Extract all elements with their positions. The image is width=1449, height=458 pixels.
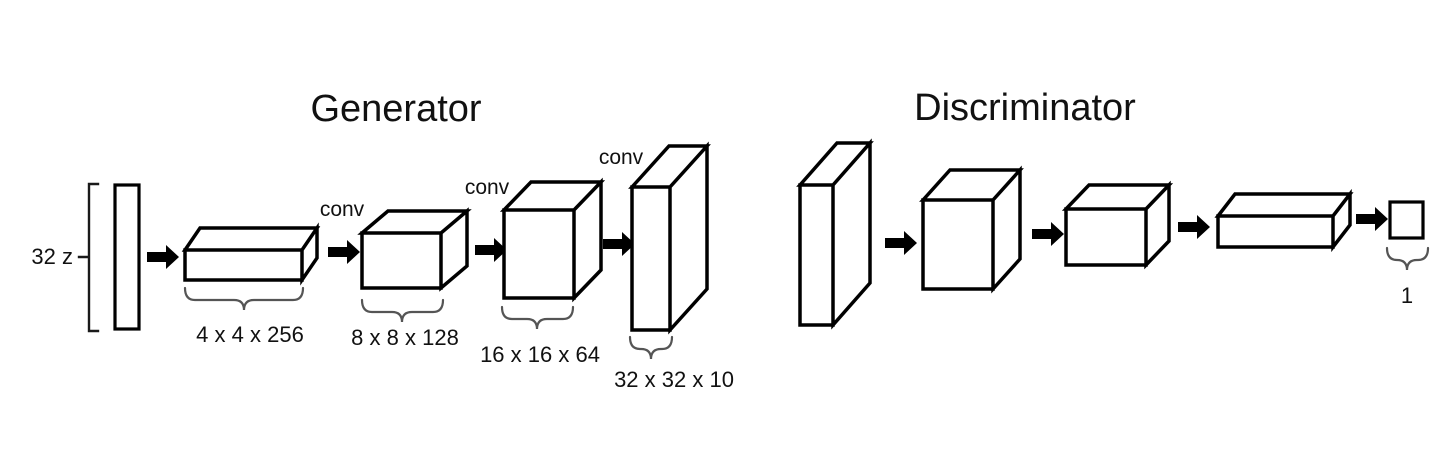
generator-layer-1-size: 4 x 4 x 256: [196, 322, 304, 347]
conv-label-1: conv: [320, 198, 365, 221]
discriminator-layer-4-box: [1214, 188, 1354, 253]
z-vector-box: [113, 183, 141, 331]
underbrace: [360, 298, 445, 323]
discriminator-output-label: 1: [1401, 283, 1413, 308]
generator-layer-4: 32 x 32 x 10: [614, 141, 734, 392]
z-input-bracket: [77, 182, 100, 333]
underbrace: [183, 286, 305, 311]
underbrace: [1385, 246, 1430, 271]
z-input-label: 32 z: [31, 244, 73, 269]
generator-layer-4-box: [628, 141, 711, 335]
generator-layer-1-box: [181, 222, 321, 286]
generator-layer-3-size: 16 x 16 x 64: [480, 342, 600, 367]
underbrace: [628, 335, 674, 360]
arrow-right-icon: [147, 245, 179, 269]
discriminator-layer-3-box: [1061, 180, 1174, 270]
discriminator-title: Discriminator: [914, 87, 1136, 129]
generator-title: Generator: [310, 88, 481, 130]
arrow-right-icon: [885, 231, 917, 255]
generator-section: Generator 32 z 4 x 4 x 256 conv 8 x 8 x …: [31, 88, 734, 392]
underbrace: [500, 305, 575, 330]
generator-layer-3: 16 x 16 x 64: [480, 177, 606, 367]
arrow-right-icon: [1356, 207, 1388, 231]
discriminator-section: Discriminator 1: [796, 87, 1430, 330]
conv-label-3: conv: [599, 146, 644, 169]
discriminator-layer-2-box: [919, 165, 1024, 294]
generator-layer-1: 4 x 4 x 256: [181, 222, 321, 347]
conv-label-2: conv: [465, 176, 510, 199]
arrow-right-icon: [328, 240, 360, 264]
arrow-right-icon: [1178, 215, 1210, 239]
generator-layer-2-box: [357, 207, 472, 292]
arrow-right-icon: [603, 232, 635, 256]
generator-layer-3-box: [499, 177, 606, 303]
generator-layer-2: 8 x 8 x 128: [351, 207, 472, 350]
generator-layer-2-size: 8 x 8 x 128: [351, 325, 459, 350]
arrow-right-icon: [1032, 222, 1064, 246]
discriminator-layer-1-box: [796, 138, 874, 330]
arrow-right-icon: [475, 238, 507, 262]
discriminator-output-box: [1388, 200, 1425, 240]
discriminator-output: 1: [1385, 200, 1430, 308]
generator-layer-4-size: 32 x 32 x 10: [614, 367, 734, 392]
